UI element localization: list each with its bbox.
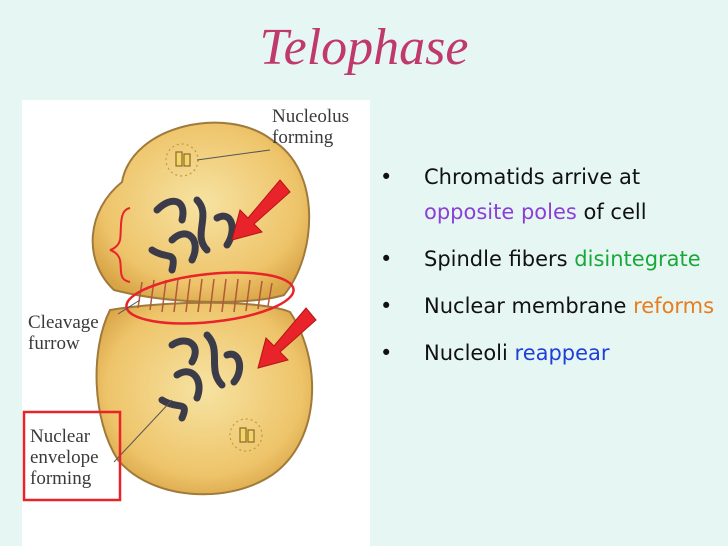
bullet-text: of cell <box>576 200 647 224</box>
bullet-highlight-text: reforms <box>633 294 715 318</box>
furrow-highlight-ellipse <box>125 271 295 325</box>
lower-centriole <box>229 418 263 452</box>
bullet-text: Chromatids arrive at <box>424 165 641 189</box>
upper-chromatids <box>148 196 236 274</box>
label-nuclear-envelope-forming: Nuclear envelope forming <box>30 426 99 489</box>
envelope-label-highlight <box>22 410 122 502</box>
bullet-item: • Spindle fibers disintegrate <box>372 242 722 277</box>
label-nucleolus-forming: Nucleolus forming <box>272 106 350 148</box>
bullet-dot-icon: • <box>380 294 393 318</box>
bullet-highlight-text: opposite poles <box>424 200 577 224</box>
bullet-dot-icon: • <box>380 341 393 365</box>
cell-illustration <box>22 121 317 502</box>
telophase-figure: Nucleolus forming Cleavage furrow Nuclea… <box>22 100 370 546</box>
lower-cell <box>95 301 314 496</box>
slide-title: Telophase <box>259 19 469 76</box>
bullet-dot-icon: • <box>380 165 393 189</box>
bullet-list: • Chromatids arrive at opposite poles of … <box>372 160 722 383</box>
red-brace <box>109 207 131 283</box>
bullet-item: • Chromatids arrive at opposite poles of … <box>372 160 722 230</box>
bullet-text: Nuclear membrane <box>424 294 634 318</box>
bullet-dot-icon: • <box>380 247 393 271</box>
bullet-item: • Nucleoli reappear <box>372 336 722 371</box>
label-cleavage-furrow: Cleavage furrow <box>28 312 99 354</box>
bullet-highlight-text: disintegrate <box>574 247 701 271</box>
red-arrow-upper <box>231 179 291 241</box>
cleavage-furrow <box>137 278 273 313</box>
bullet-item: • Nuclear membrane reforms <box>372 289 722 324</box>
lower-chromatids <box>158 331 244 422</box>
label-pointers <box>113 149 271 463</box>
red-arrow-lower <box>257 307 317 369</box>
bullet-highlight-text: reappear <box>514 341 610 365</box>
bullet-text: Nucleoli <box>424 341 515 365</box>
bullet-text: Spindle fibers <box>424 247 575 271</box>
